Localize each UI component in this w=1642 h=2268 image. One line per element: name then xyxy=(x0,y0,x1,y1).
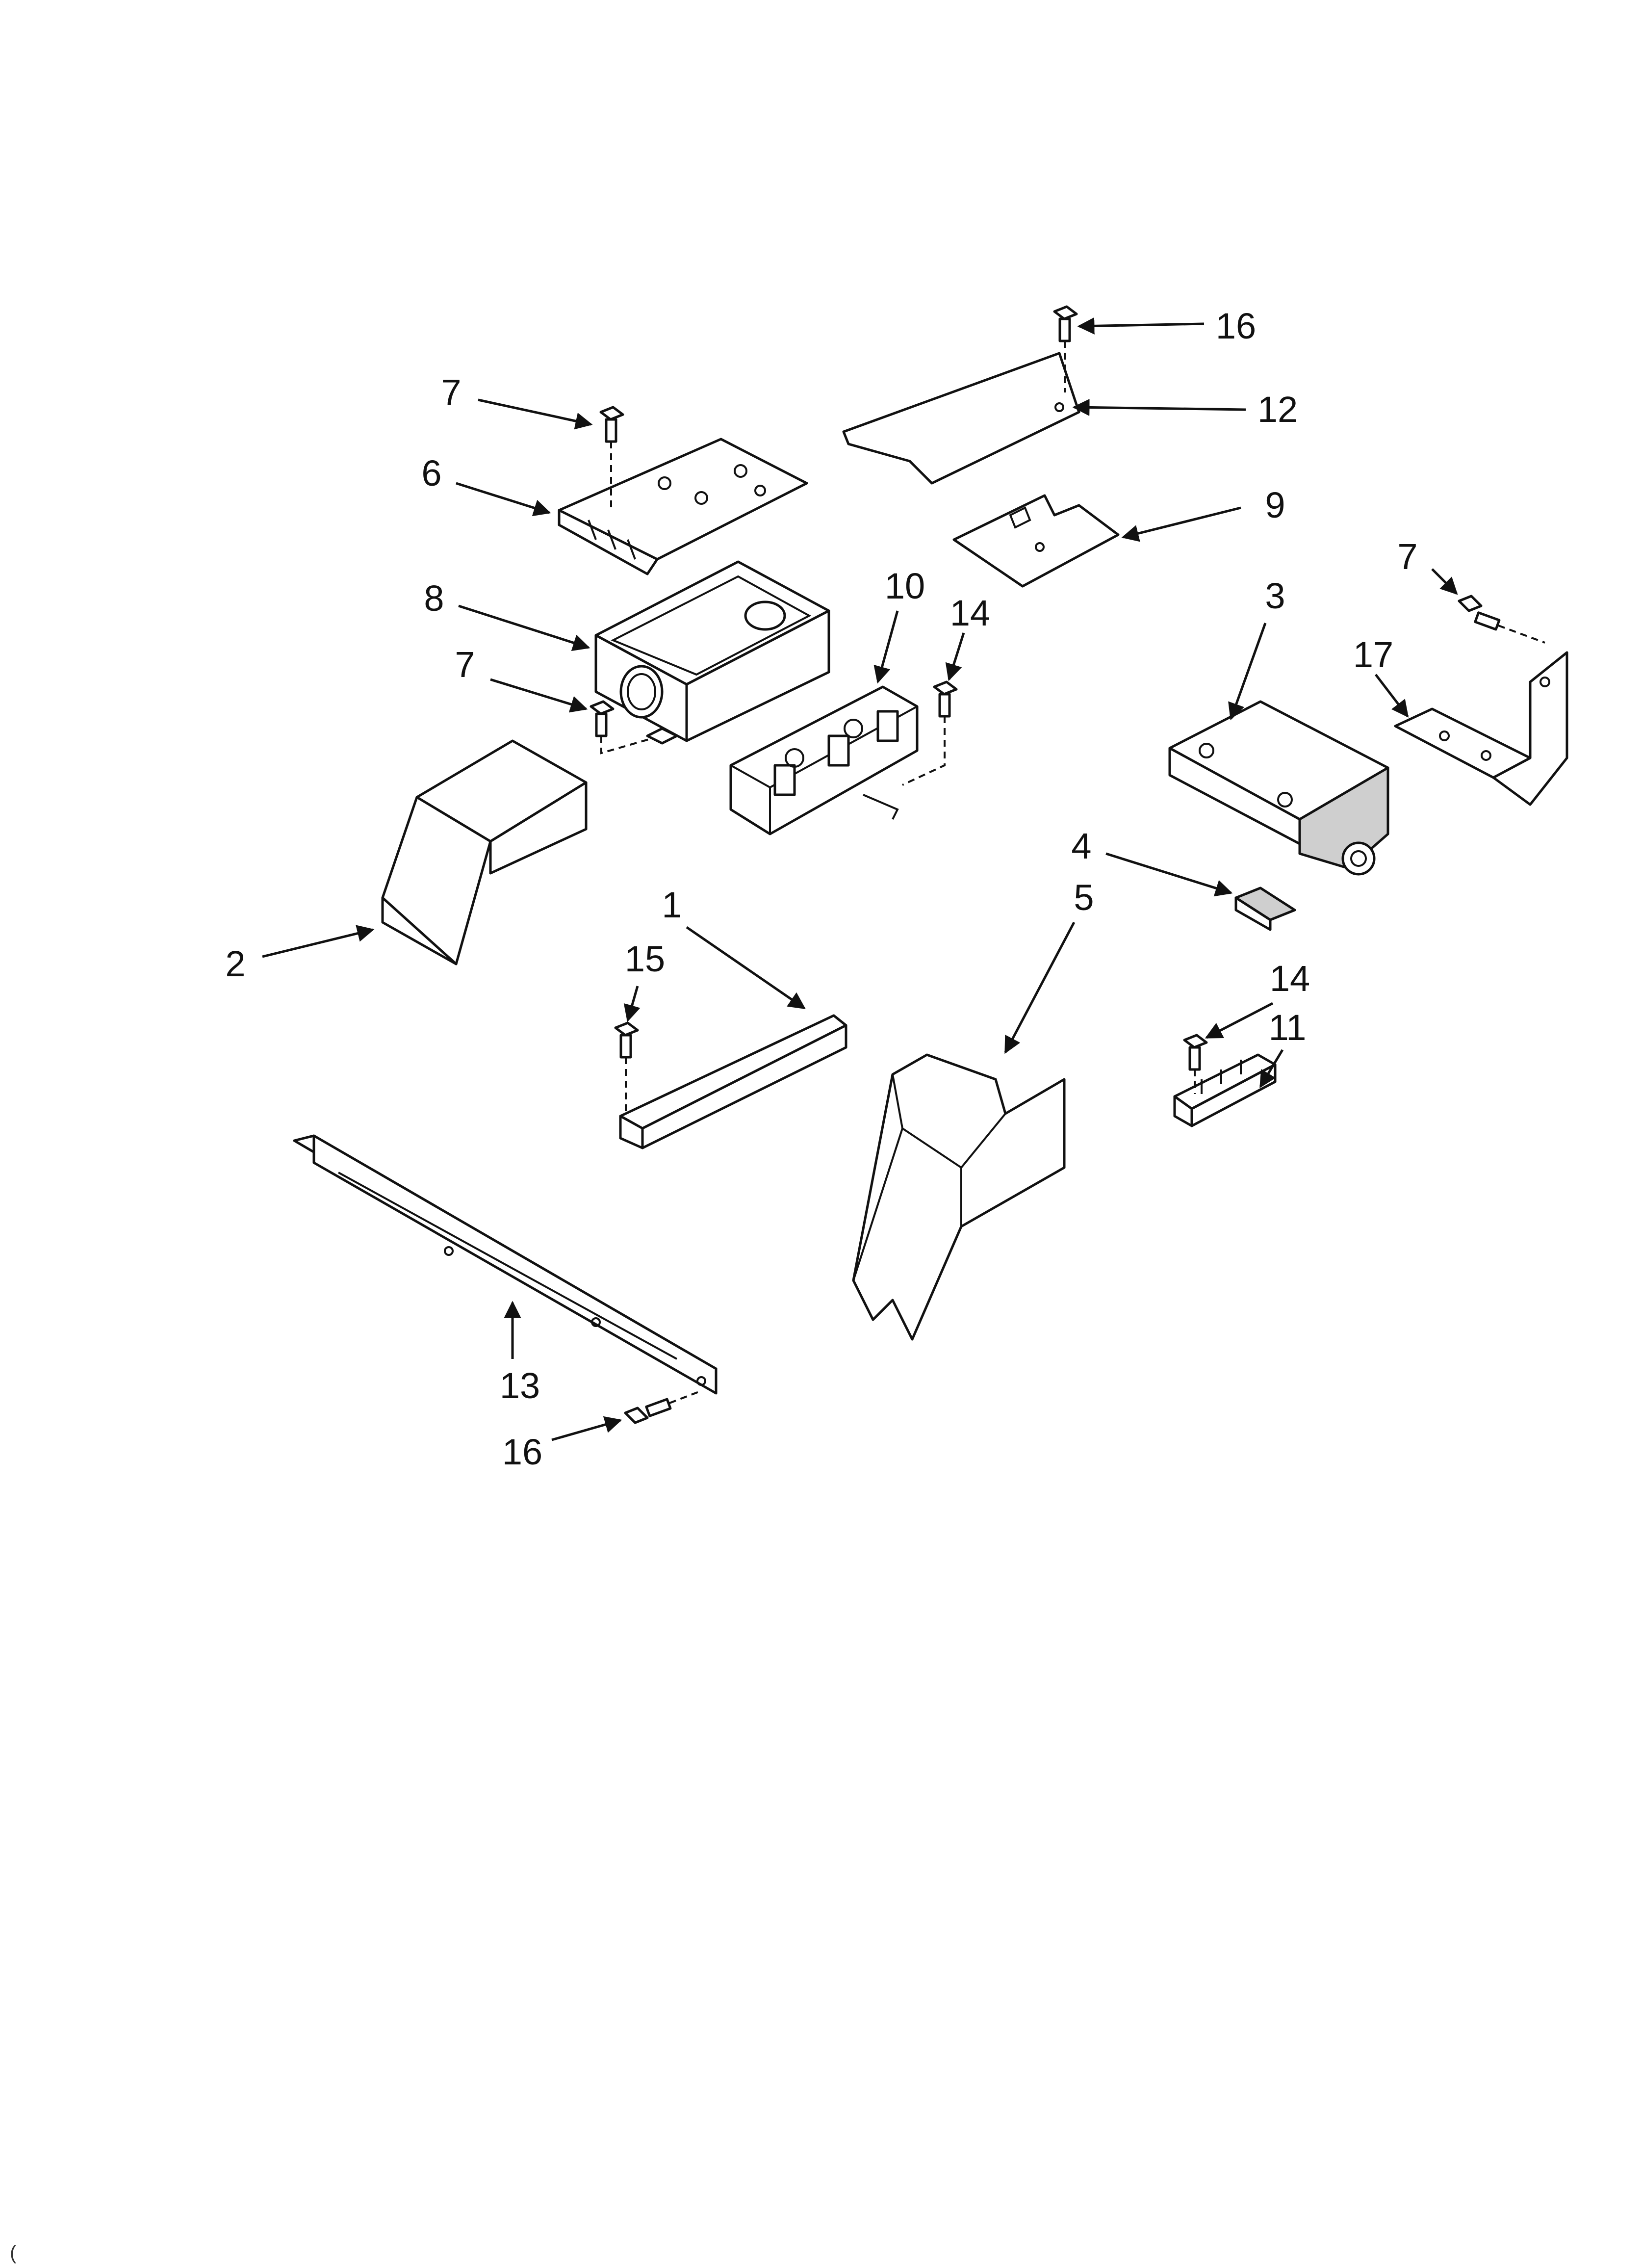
callout-11: 11 xyxy=(1269,1007,1307,1048)
part-5-shield xyxy=(852,1053,1066,1341)
callout-12: 12 xyxy=(1257,389,1298,430)
leader-16a xyxy=(1077,317,1205,335)
leader-15 xyxy=(623,986,641,1022)
callout-13: 13 xyxy=(500,1365,540,1406)
leader-14b xyxy=(1205,1002,1274,1039)
part-11-strip xyxy=(1173,1053,1277,1127)
callout-1: 1 xyxy=(662,885,682,925)
callout-14-middle: 14 xyxy=(950,593,990,633)
screw-7-middle xyxy=(590,700,653,755)
callout-16-top: 16 xyxy=(1216,306,1256,346)
leader-3 xyxy=(1228,623,1267,721)
part-9-sheet xyxy=(952,494,1120,588)
callout-10: 10 xyxy=(885,566,925,606)
part-13-rail xyxy=(293,1134,718,1395)
callout-7-top: 7 xyxy=(441,372,461,413)
leader-10 xyxy=(873,610,899,684)
leader-5 xyxy=(1004,921,1076,1054)
callout-7-middle: 7 xyxy=(455,644,475,685)
part-1-channel xyxy=(619,1014,847,1149)
leader-12 xyxy=(1072,398,1246,416)
screw-16-top xyxy=(1053,305,1078,392)
screw-7-right xyxy=(1458,595,1545,644)
callout-14-right: 14 xyxy=(1270,958,1310,999)
part-17-bracket xyxy=(1394,651,1568,806)
part-8-junction-box xyxy=(594,560,830,745)
leader-9 xyxy=(1121,506,1241,542)
part-3-control xyxy=(1168,700,1389,876)
callout-9: 9 xyxy=(1265,485,1285,525)
part-6-bracket xyxy=(558,438,808,575)
part-2-duct xyxy=(381,739,588,965)
callout-2: 2 xyxy=(225,943,245,984)
leader-8 xyxy=(458,604,590,652)
callout-7-right: 7 xyxy=(1397,536,1417,577)
leader-2 xyxy=(262,925,375,958)
callout-6: 6 xyxy=(421,453,441,494)
leader-14a xyxy=(945,632,965,681)
screw-16-bottom xyxy=(624,1390,702,1424)
leader-11 xyxy=(1259,1049,1284,1089)
leader-16b xyxy=(551,1416,622,1441)
screw-7-top xyxy=(599,406,624,508)
screw-14-right xyxy=(1183,1034,1208,1094)
callout-15: 15 xyxy=(625,938,665,979)
screw-14-middle xyxy=(902,680,958,786)
part-4-connector xyxy=(1234,886,1296,931)
leader-7a xyxy=(478,398,593,430)
callout-5: 5 xyxy=(1074,877,1094,918)
leader-7c xyxy=(1431,568,1458,595)
corner-mark: ( xyxy=(10,2242,17,2264)
callout-4: 4 xyxy=(1071,826,1091,866)
leader-4 xyxy=(1105,852,1233,897)
callout-16-bottom: 16 xyxy=(502,1432,542,1472)
leader-17 xyxy=(1375,674,1409,718)
part-12-plate xyxy=(842,352,1080,485)
screw-15 xyxy=(614,1021,639,1114)
callout-3: 3 xyxy=(1265,575,1285,616)
callout-17: 17 xyxy=(1353,634,1393,675)
callout-8: 8 xyxy=(424,578,444,619)
leader-7b xyxy=(490,678,588,713)
part-10-terminal-block xyxy=(729,685,919,835)
leader-6 xyxy=(456,482,551,517)
leader-1 xyxy=(686,926,806,1010)
